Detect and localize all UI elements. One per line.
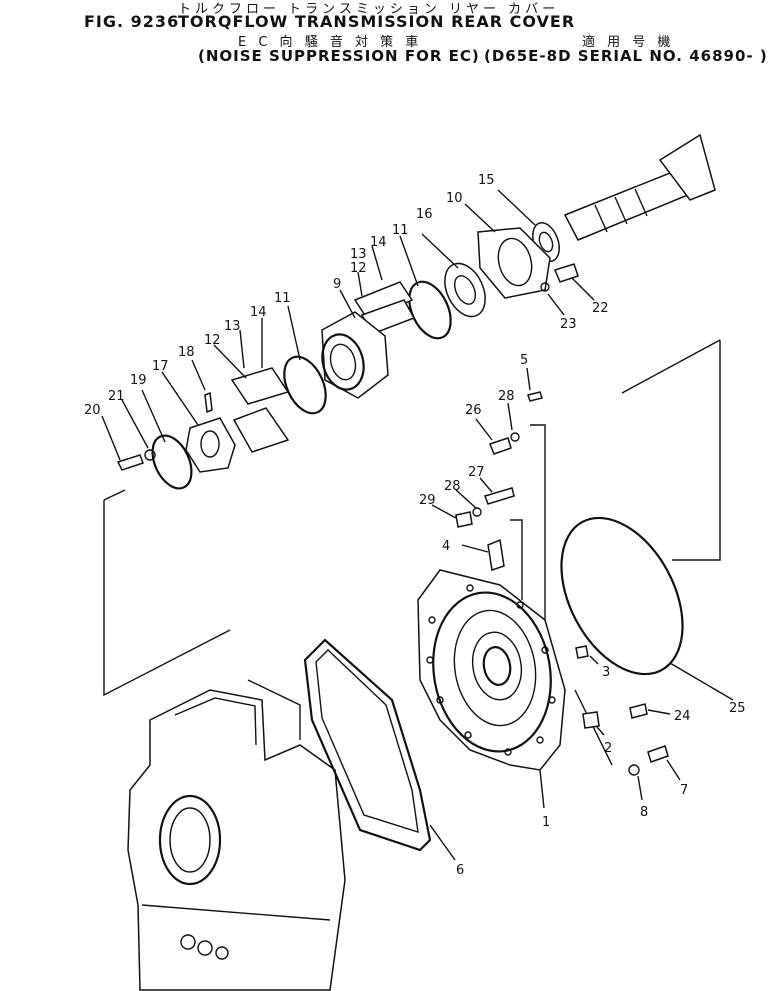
lock-washer-part-21 <box>144 449 156 461</box>
callout-labels: 1 2 3 4 5 6 7 8 9 10 11 11 12 12 13 13 1… <box>84 173 746 878</box>
callout-8: 8 <box>640 805 648 820</box>
callout-13-upper: 13 <box>350 247 367 262</box>
callout-5: 5 <box>520 353 528 368</box>
callout-15: 15 <box>478 173 495 188</box>
callout-1: 1 <box>542 815 550 830</box>
figure-subtitle: (NOISE SUPPRESSION FOR EC) <box>198 47 480 65</box>
callout-11-lower: 11 <box>274 291 291 306</box>
subtitle-japanese: E C 向 騒 音 対 策 車 <box>238 35 423 50</box>
callout-4: 4 <box>442 539 450 554</box>
callout-21: 21 <box>108 389 125 404</box>
serial-range: (D65E-8D SERIAL NO. 46890- ) <box>484 47 768 65</box>
transmission-case <box>127 679 346 991</box>
callout-2: 2 <box>604 741 612 756</box>
bearing-cage-part-10 <box>477 227 551 299</box>
rear-cover-part-1 <box>417 569 566 771</box>
flange-part-17 <box>185 417 236 473</box>
callout-28-upper: 28 <box>498 389 515 404</box>
figure-title: TORQFLOW TRANSMISSION REAR COVER <box>178 12 576 31</box>
callout-12-upper: 12 <box>350 261 367 276</box>
o-ring-part-11-lower <box>283 355 327 415</box>
callout-23: 23 <box>560 317 577 332</box>
callout-13-lower: 13 <box>224 319 241 334</box>
callout-12-lower: 12 <box>204 333 221 348</box>
link-plates-part-12-13-14-upper <box>353 281 416 335</box>
carrier-part-9 <box>321 311 389 399</box>
gasket-part-6 <box>303 638 432 852</box>
bearing-part-16 <box>444 262 486 318</box>
callout-7: 7 <box>680 783 688 798</box>
title-japanese: トルクフロー トランスミッション リヤー カバー <box>178 2 560 17</box>
bolt-part-18 <box>204 391 213 414</box>
output-shaft <box>563 133 716 241</box>
bolt-part-20 <box>116 454 144 471</box>
plate-part-19 <box>151 434 193 490</box>
callout-26: 26 <box>465 403 482 418</box>
callout-24: 24 <box>674 709 691 724</box>
callout-25: 25 <box>729 701 746 716</box>
link-plates-part-12-13-14-lower <box>230 367 290 453</box>
callout-14-upper: 14 <box>370 235 387 250</box>
small-fasteners <box>455 263 669 776</box>
callout-11-upper: 11 <box>392 223 409 238</box>
serial-label-japanese: 適 用 号 機 <box>582 35 675 50</box>
callout-6: 6 <box>456 863 464 878</box>
leader-lines <box>101 189 734 861</box>
callout-27: 27 <box>468 465 485 480</box>
o-ring-part-25 <box>560 516 684 676</box>
callout-16: 16 <box>416 207 433 222</box>
callout-19: 19 <box>130 373 147 388</box>
callout-29: 29 <box>419 493 436 508</box>
callout-28-lower: 28 <box>444 479 461 494</box>
callout-18: 18 <box>178 345 195 360</box>
callout-14-lower: 14 <box>250 305 267 320</box>
figure-number: FIG. 9236 <box>84 12 180 31</box>
callout-10: 10 <box>446 191 463 206</box>
callout-22: 22 <box>592 301 609 316</box>
callout-9: 9 <box>333 277 341 292</box>
callout-3: 3 <box>602 665 610 680</box>
callout-20: 20 <box>84 403 101 418</box>
callout-17: 17 <box>152 359 169 374</box>
